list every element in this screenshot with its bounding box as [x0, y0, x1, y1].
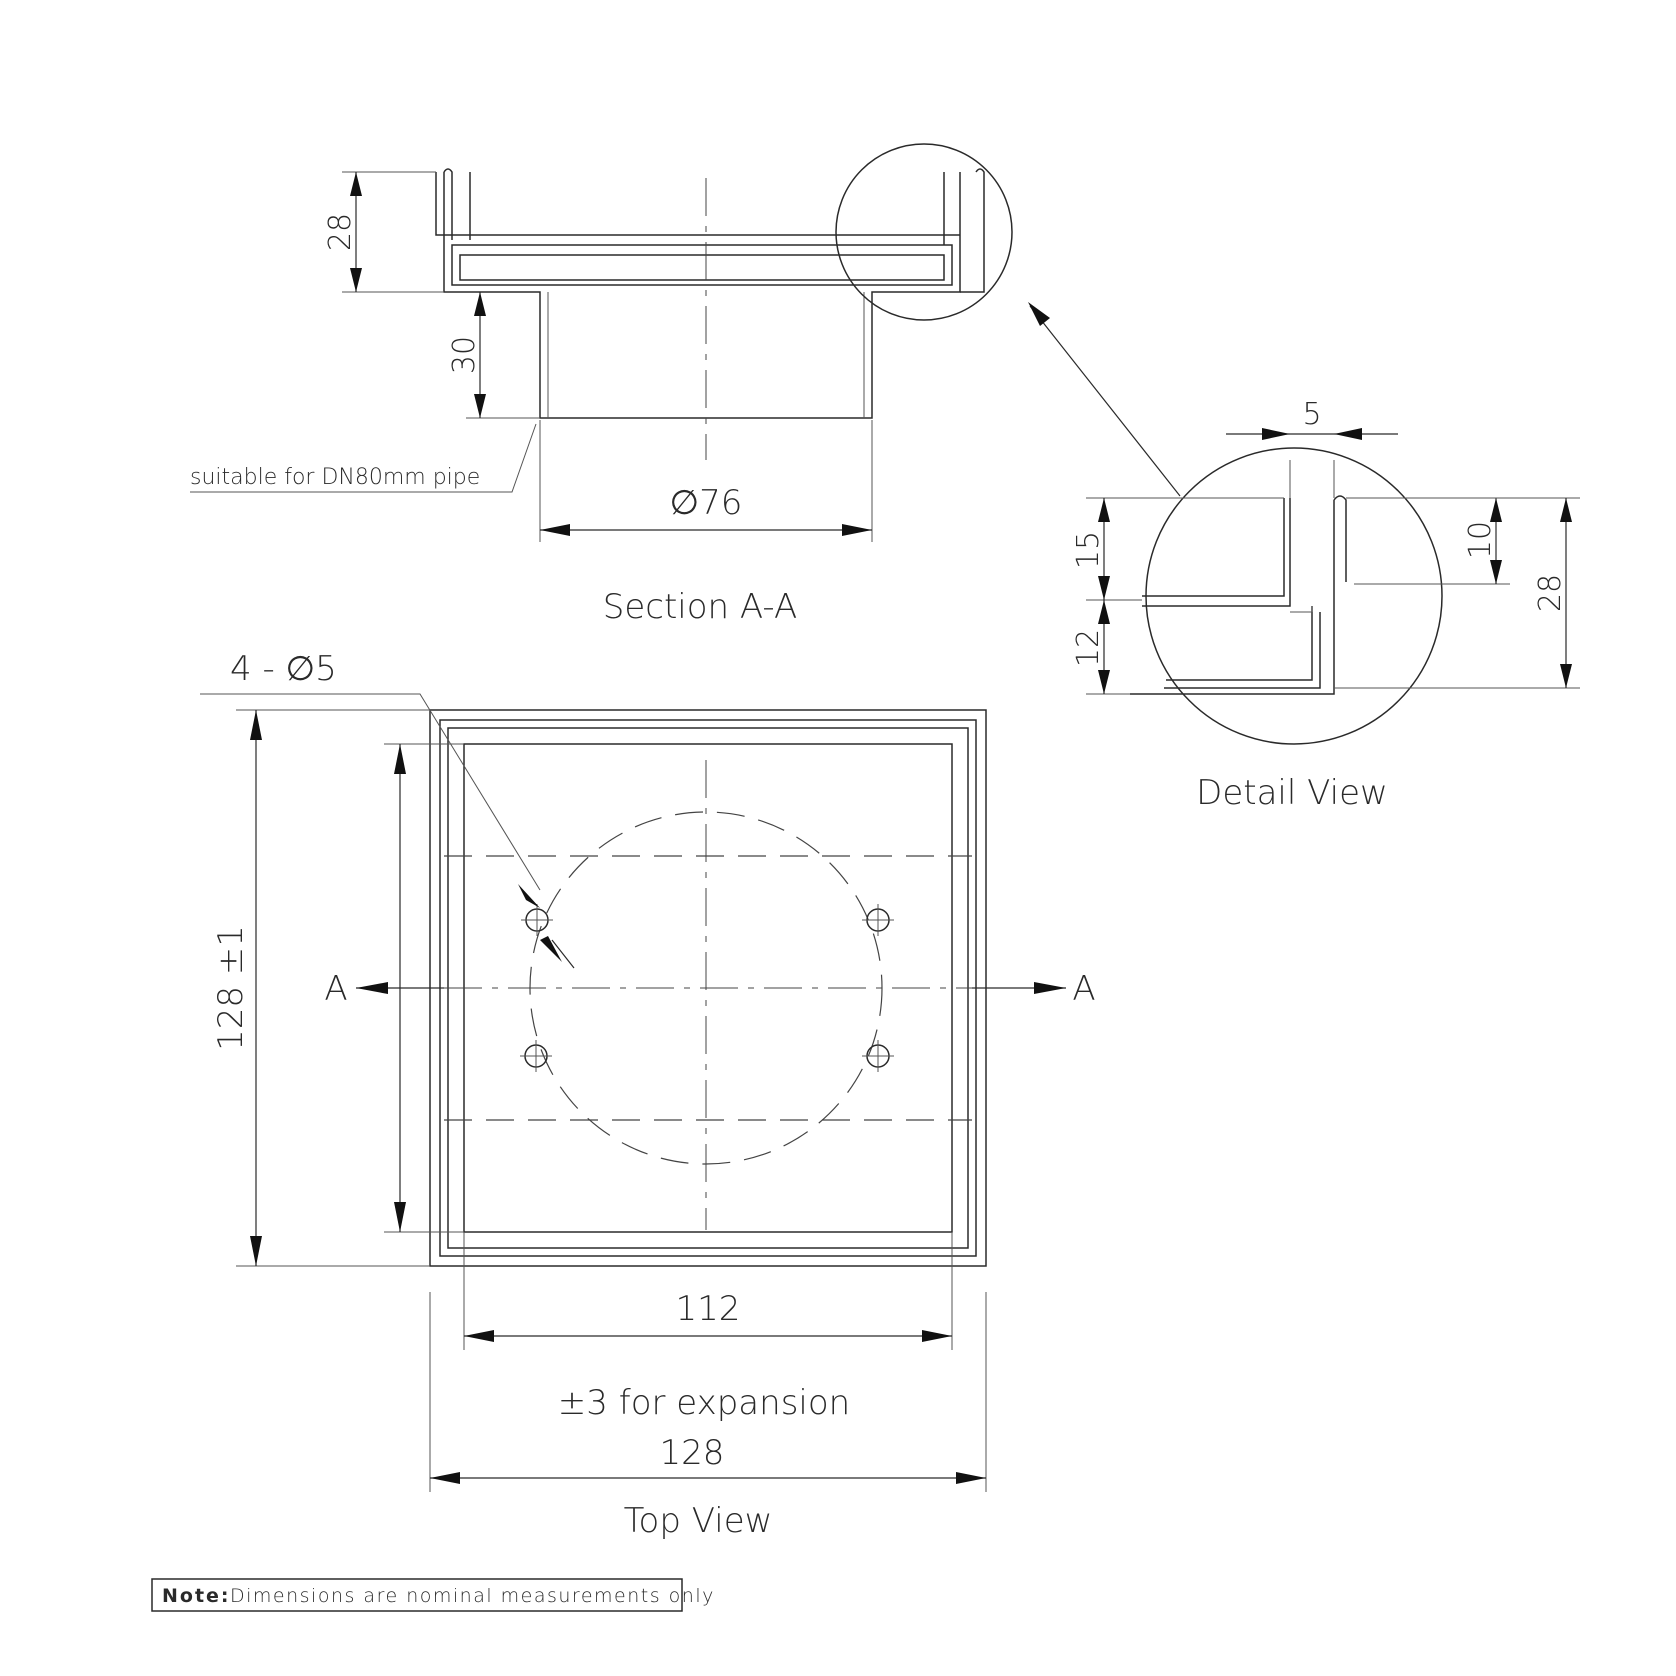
dim-10-arrow-bottom: [1490, 560, 1502, 584]
dim-76-label: ∅76: [670, 483, 743, 523]
section-marker-left-arrow: [356, 982, 388, 994]
pipe-note-label: suitable for DN80mm pipe: [190, 465, 480, 490]
dim-128h-label: 128: [660, 1433, 725, 1473]
holes-leader: [200, 693, 541, 891]
dim-5-arrow-left: [1262, 428, 1290, 440]
dim-12-arrow-top: [1098, 600, 1110, 624]
dim-28-arrow-top: [350, 172, 362, 196]
section-marker-right: A: [1072, 969, 1095, 1009]
dim-128h-arrow-left: [430, 1472, 460, 1484]
top-view: 4 - ∅5 128 ±1 A A 112 ±3 for expansion: [200, 649, 1096, 1541]
screw-hole: [520, 1040, 552, 1072]
holes-arrow-bottom: [540, 936, 562, 962]
note-frame: [151, 1578, 683, 1612]
section-marker-right-arrow: [1034, 982, 1066, 994]
dim-28-label: 28: [323, 213, 358, 251]
section-left-lip: [443, 168, 471, 240]
section-body-outline: [435, 172, 961, 419]
dim-128v-arrow-top: [250, 710, 262, 740]
dim-28d-arrow-bottom: [1560, 664, 1572, 688]
section-a-a-view: 28 30 suitable for DN80mm pipe ∅76 Secti…: [190, 143, 1181, 627]
detail-profile: [1130, 495, 1347, 695]
dim-10-arrow-top: [1490, 498, 1502, 522]
dim-76-arrow-right: [842, 524, 872, 536]
expansion-note: ±3 for expansion: [558, 1383, 850, 1423]
detail-leader-line: [1029, 305, 1181, 497]
dim-12-arrow-bottom: [1098, 670, 1110, 694]
dim-28-arrow-bottom: [350, 268, 362, 292]
dim-12-label: 12: [1071, 629, 1106, 667]
dim-28d-arrow-top: [1560, 498, 1572, 522]
dim-30-label: 30: [447, 336, 482, 374]
screw-hole: [521, 904, 553, 936]
dim-30-arrow-top: [474, 292, 486, 316]
note-text: Dimensions are nominal measurements only: [230, 1585, 715, 1607]
screw-hole: [862, 904, 894, 936]
dim-112h-arrow-right: [922, 1330, 952, 1342]
dim-112h-label: 112: [676, 1289, 741, 1329]
dim-15-label: 15: [1071, 531, 1106, 569]
section-inner-frame: [451, 244, 953, 286]
detail-title: Detail View: [1196, 773, 1388, 813]
note-box: Note: Dimensions are nominal measurement…: [151, 1578, 715, 1612]
section-title: Section A-A: [603, 587, 797, 627]
holes-label: 4 - ∅5: [230, 649, 337, 689]
dim-112v-arrow-top: [394, 744, 406, 774]
screw-hole: [862, 1040, 894, 1072]
dim-128h-arrow-right: [956, 1472, 986, 1484]
detail-view: 5 15 12 10 28 Detail View: [1071, 397, 1580, 813]
dim-128v-label: 128 ±1: [211, 925, 251, 1051]
note-label: Note:: [162, 1585, 231, 1607]
dim-15-arrow-top: [1098, 498, 1110, 522]
section-marker-left: A: [324, 969, 347, 1009]
dim-5-arrow-right: [1334, 428, 1362, 440]
dim-128v-arrow-bottom: [250, 1236, 262, 1266]
detail-callout-circle: [835, 143, 1013, 321]
holes-leader-tail: [551, 939, 575, 969]
dim-112v-arrow-bottom: [394, 1202, 406, 1232]
dim-5-label: 5: [1302, 397, 1321, 432]
pipe-note-leader: [190, 423, 537, 493]
dim-76-arrow-left: [540, 524, 570, 536]
dim-30-arrow-bottom: [474, 394, 486, 418]
top-view-title: Top View: [624, 1501, 773, 1541]
detail-leader-arrow: [1028, 302, 1050, 326]
dim-15-arrow-bottom: [1098, 576, 1110, 600]
dim-10-label: 10: [1463, 521, 1498, 559]
section-right-lip: [943, 168, 985, 293]
detail-inner-step: [1290, 606, 1313, 613]
holes-arrow-top: [518, 884, 540, 908]
dim-112h-arrow-left: [464, 1330, 494, 1342]
dim-28d-label: 28: [1533, 574, 1568, 612]
